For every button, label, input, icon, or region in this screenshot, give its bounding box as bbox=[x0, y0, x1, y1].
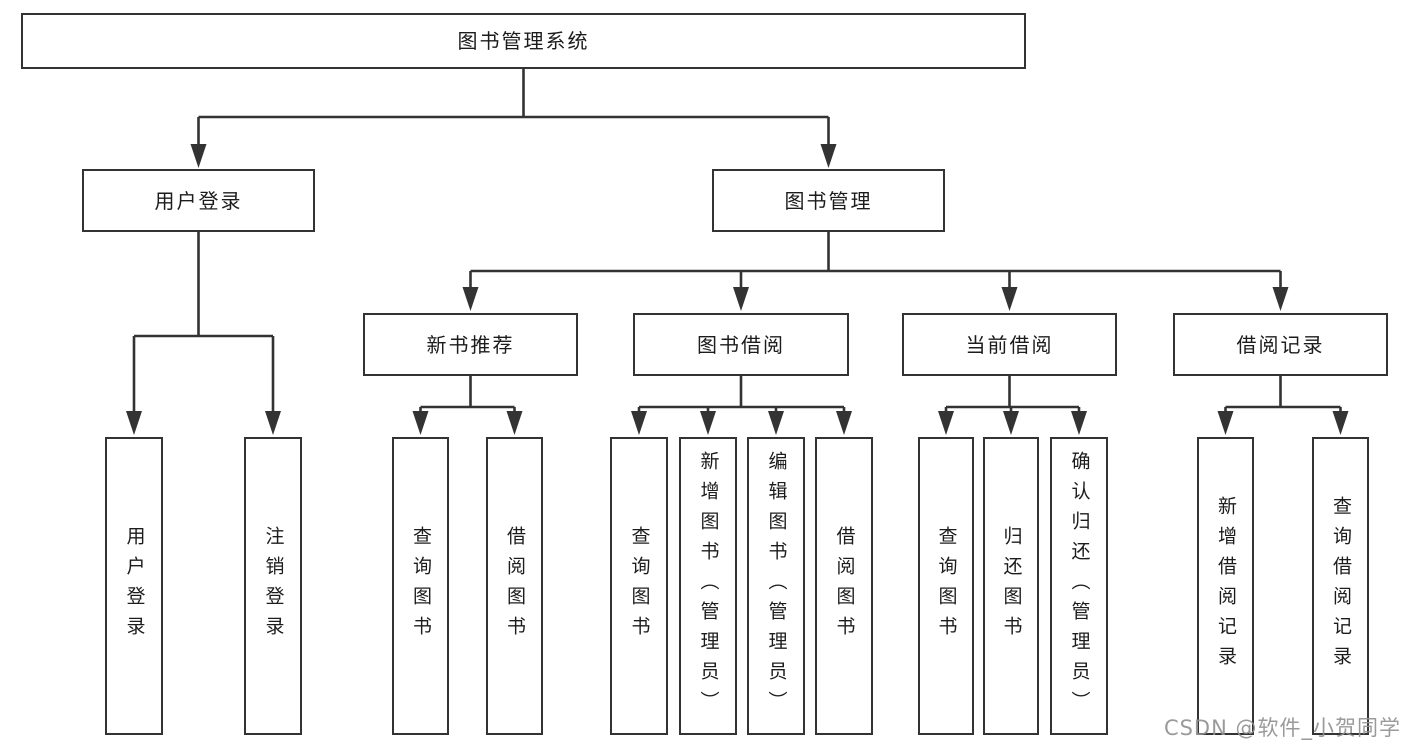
leaf-user-login: 用户登录 bbox=[105, 437, 163, 735]
node-book-management: 图书管理 bbox=[712, 169, 945, 232]
node-book-borrow: 图书借阅 bbox=[633, 313, 849, 376]
leaf-current-return-books: 归还图书 bbox=[983, 437, 1039, 735]
leaf-newbooks-borrow-books: 借阅图书 bbox=[486, 437, 543, 735]
node-user-login: 用户登录 bbox=[82, 169, 315, 232]
node-current-borrow: 当前借阅 bbox=[902, 313, 1117, 376]
node-root-library-management-system: 图书管理系统 bbox=[21, 13, 1026, 69]
leaf-borrow-query-books: 查询图书 bbox=[610, 437, 668, 735]
leaf-records-add-record: 新增借阅记录 bbox=[1197, 437, 1254, 735]
leaf-logout: 注销登录 bbox=[244, 437, 302, 735]
leaf-current-confirm-return-admin: 确认归还（管理员） bbox=[1050, 437, 1108, 735]
leaf-borrow-borrow-books: 借阅图书 bbox=[815, 437, 873, 735]
node-new-book-recommend: 新书推荐 bbox=[363, 313, 578, 376]
leaf-newbooks-query-books: 查询图书 bbox=[392, 437, 449, 735]
node-borrow-records: 借阅记录 bbox=[1173, 313, 1388, 376]
leaf-borrow-edit-books-admin: 编辑图书（管理员） bbox=[747, 437, 805, 735]
leaf-records-query-record: 查询借阅记录 bbox=[1312, 437, 1369, 735]
leaf-current-query-books: 查询图书 bbox=[918, 437, 974, 735]
leaf-borrow-add-books-admin: 新增图书（管理员） bbox=[679, 437, 737, 735]
